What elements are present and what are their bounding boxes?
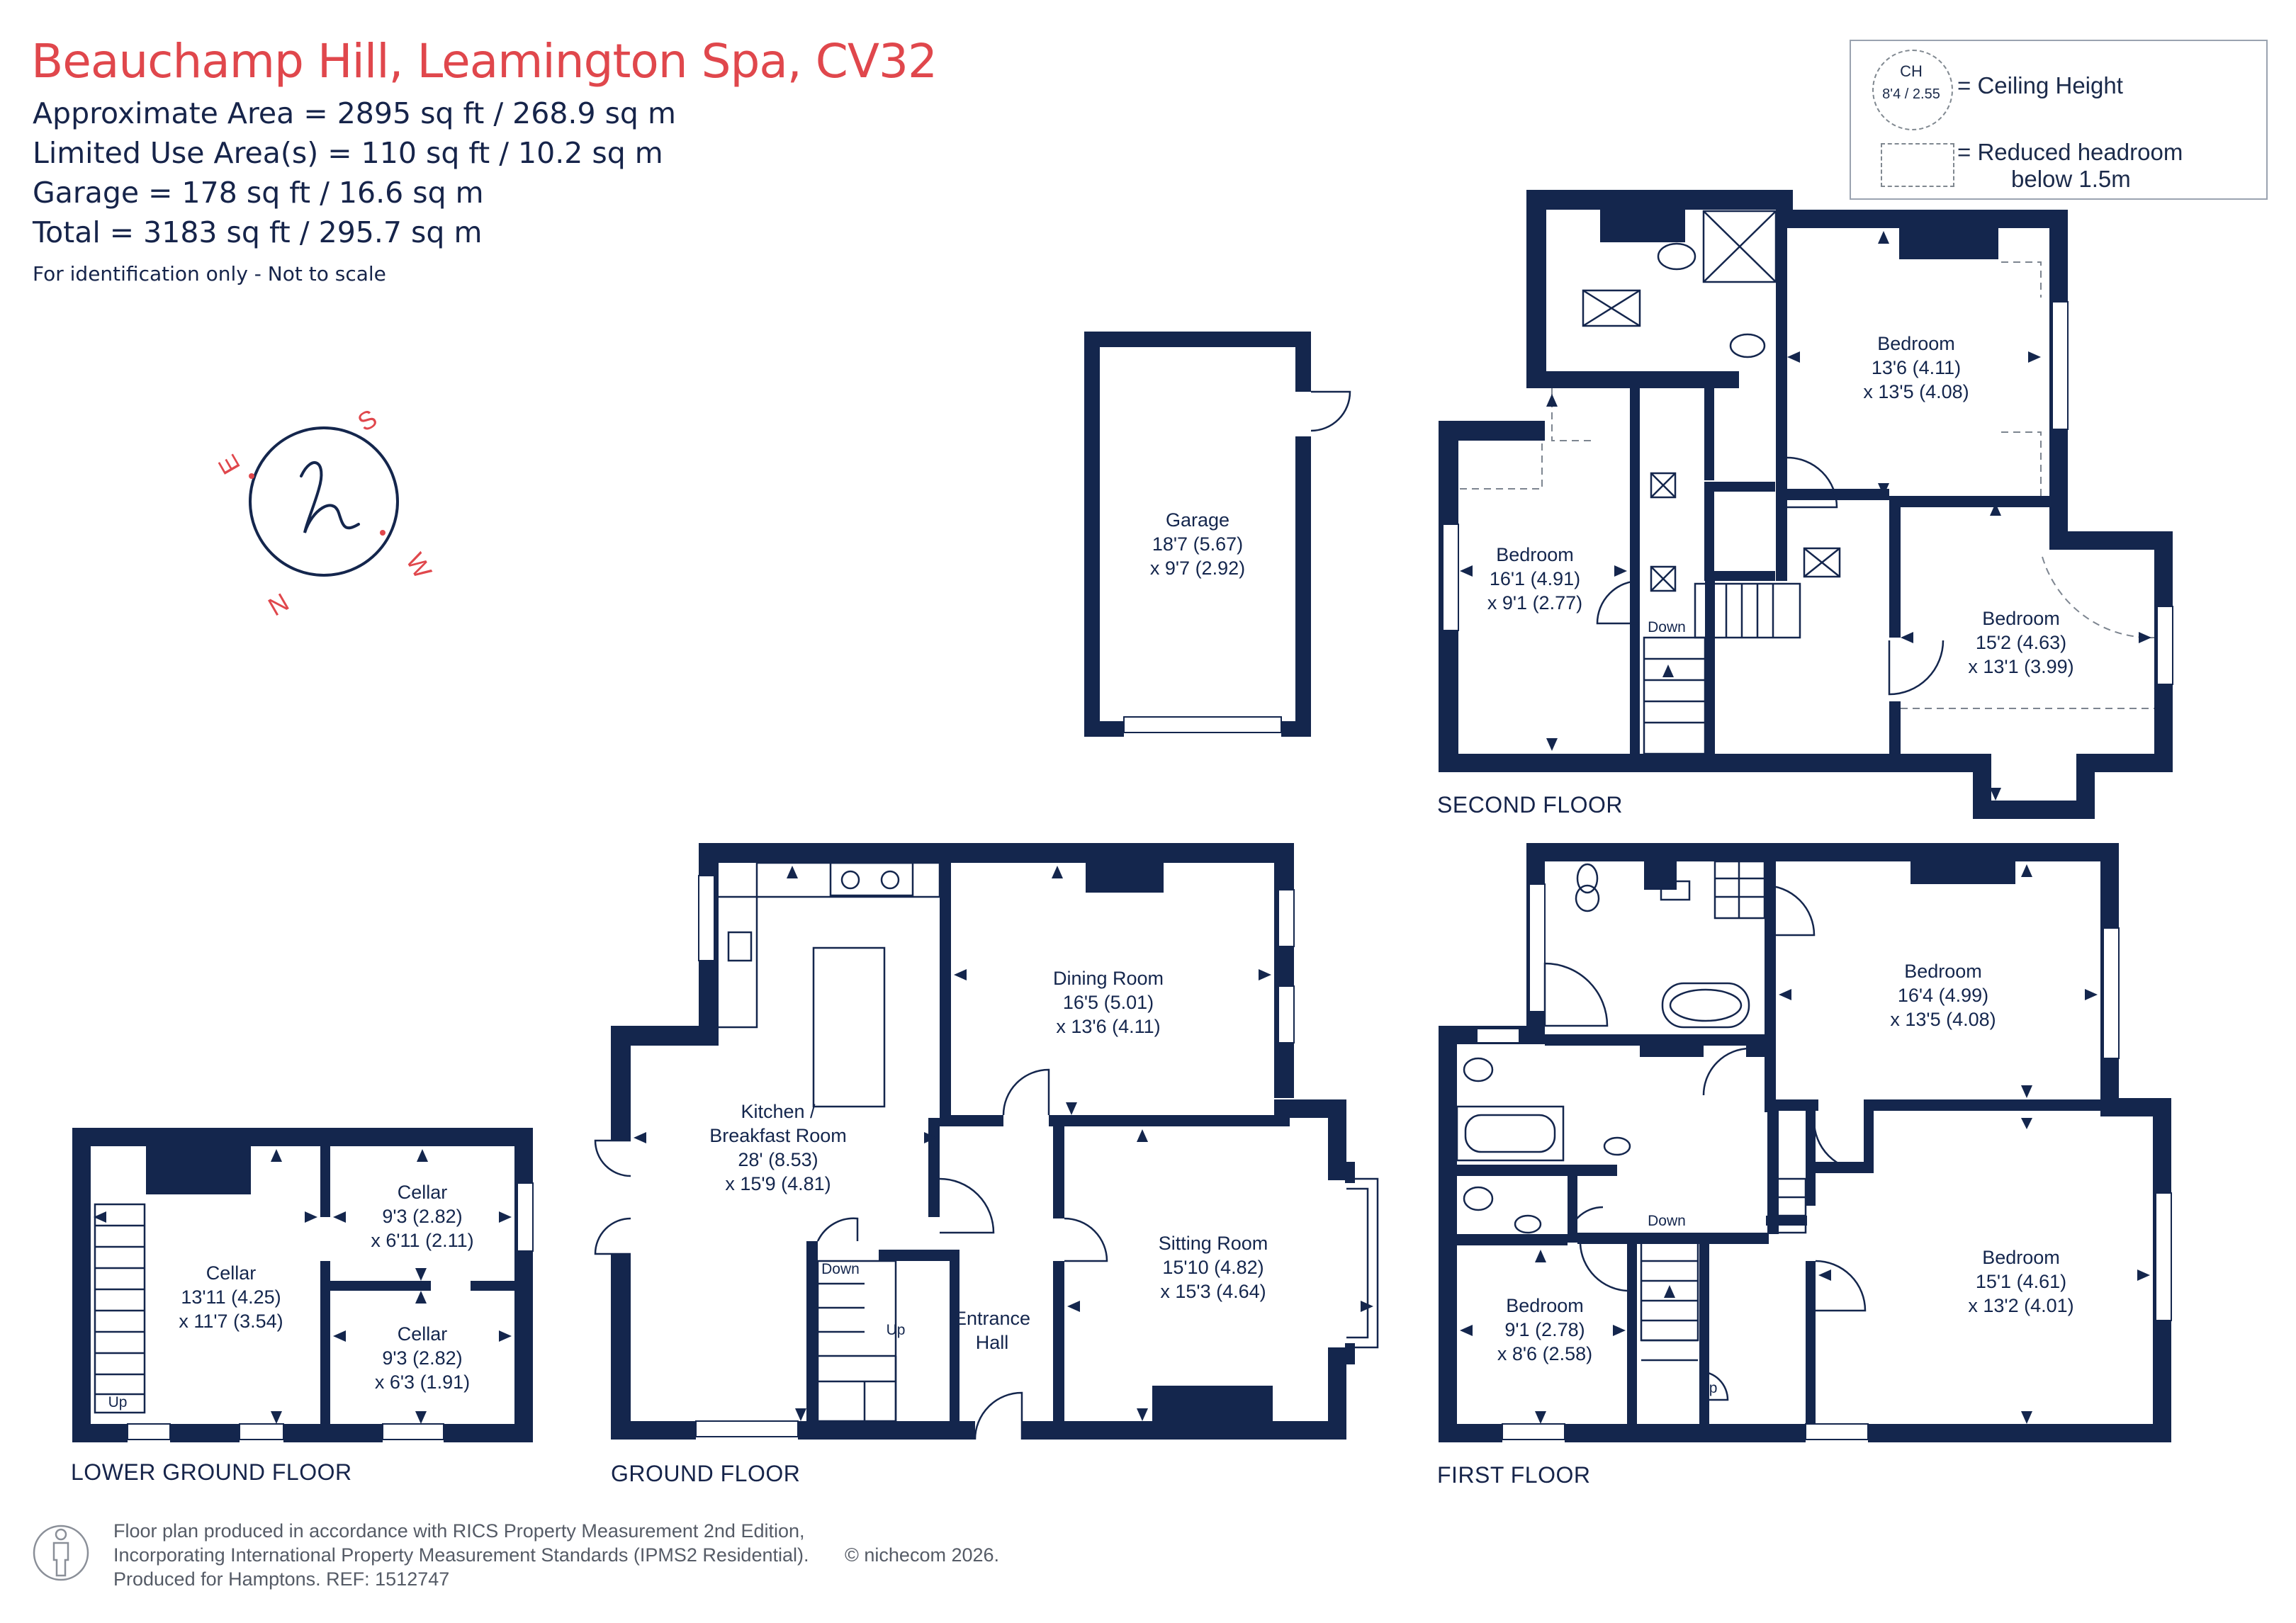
first-floor-label: FIRST FLOOR bbox=[1437, 1462, 1591, 1488]
sf-bedroom-b-name: Bedroom bbox=[1496, 544, 1574, 565]
garage-name: Garage bbox=[1166, 509, 1229, 531]
sf-bedroom-c-name: Bedroom bbox=[1982, 608, 2060, 629]
cellar-main-name: Cellar bbox=[206, 1262, 257, 1284]
ff-stair-down: Down bbox=[1648, 1213, 1686, 1229]
page-title: Beauchamp Hill, Leamington Spa, CV32 bbox=[31, 34, 938, 89]
limited-use-area: Limited Use Area(s) = 110 sq ft / 10.2 s… bbox=[33, 136, 663, 170]
cellar-a-name: Cellar bbox=[398, 1182, 448, 1203]
gf-stair-up: Up bbox=[887, 1322, 906, 1338]
sf-bedroom-a-dim1: 13'6 (4.11) bbox=[1872, 357, 1961, 378]
lower-ground-floor-label: LOWER GROUND FLOOR bbox=[71, 1459, 352, 1485]
ff-bedroom-a-dim2: x 13'5 (4.08) bbox=[1890, 1009, 1996, 1030]
legend-box: CH 8'4 / 2.55 = Ceiling Height = Reduced… bbox=[1850, 40, 2268, 200]
garage-dim2: x 9'7 (2.92) bbox=[1150, 558, 1245, 579]
compass-s: S bbox=[353, 403, 382, 437]
stair-labels: Down Down Up Up Down Up bbox=[108, 619, 1718, 1410]
ground-floor-label: GROUND FLOOR bbox=[611, 1461, 801, 1486]
cellar-b-name: Cellar bbox=[398, 1323, 448, 1345]
ch-abbrev: CH bbox=[1900, 62, 1923, 80]
ff-bedroom-b-dim2: x 13'2 (4.01) bbox=[1968, 1295, 2073, 1316]
sf-bedroom-a-name: Bedroom bbox=[1877, 333, 1955, 354]
sf-bedroom-a-dim2: x 13'5 (4.08) bbox=[1863, 381, 1969, 402]
lower-ground-floor-plan bbox=[72, 1128, 534, 1442]
compass-logo: S W N E bbox=[212, 403, 437, 621]
sf-bedroom-b-dim1: 16'1 (4.91) bbox=[1490, 568, 1580, 589]
footer-line1: Floor plan produced in accordance with R… bbox=[113, 1520, 805, 1542]
second-floor-label: SECOND FLOOR bbox=[1437, 792, 1623, 818]
kitchen-dim1: 28' (8.53) bbox=[738, 1149, 818, 1170]
cellar-main-dim2: x 11'7 (3.54) bbox=[179, 1311, 283, 1332]
gf-stair-down: Down bbox=[821, 1261, 860, 1277]
sitting-dim1: 15'10 (4.82) bbox=[1162, 1257, 1264, 1278]
first-floor-plan bbox=[1439, 843, 2172, 1442]
reduced-headroom-label: = Reduced headroom bbox=[1957, 139, 2183, 165]
lgf-stair-up: Up bbox=[108, 1394, 128, 1410]
kitchen-name2: Breakfast Room bbox=[709, 1125, 847, 1146]
ff-bedroom-c-name: Bedroom bbox=[1506, 1295, 1584, 1316]
reduced-headroom-icon bbox=[1881, 143, 1954, 187]
dining-name: Dining Room bbox=[1053, 968, 1164, 989]
sitting-dim2: x 15'3 (4.64) bbox=[1160, 1281, 1266, 1302]
ff-bedroom-a-dim1: 16'4 (4.99) bbox=[1898, 985, 1988, 1006]
compass-e: E bbox=[212, 450, 246, 479]
cellar-b-dim2: x 6'3 (1.91) bbox=[375, 1372, 470, 1393]
compass-w: W bbox=[400, 548, 438, 584]
kitchen-name1: Kitchen / bbox=[741, 1101, 816, 1122]
ceiling-height-icon bbox=[1872, 50, 1953, 130]
ground-floor-plan bbox=[594, 843, 1379, 1440]
cellar-main-dim1: 13'11 (4.25) bbox=[181, 1286, 281, 1308]
entrance-name2: Hall bbox=[976, 1332, 1009, 1353]
compass-n: N bbox=[263, 587, 293, 622]
ff-bedroom-c-dim2: x 8'6 (2.58) bbox=[1497, 1343, 1592, 1364]
ff-bedroom-a-name: Bedroom bbox=[1904, 961, 1982, 982]
reduced-headroom-sub: below 1.5m bbox=[2011, 166, 2131, 192]
sf-bedroom-c-dim1: 15'2 (4.63) bbox=[1976, 632, 2066, 653]
garage-dim1: 18'7 (5.67) bbox=[1152, 533, 1243, 555]
identification-note: For identification only - Not to scale bbox=[33, 262, 386, 285]
sitting-name: Sitting Room bbox=[1159, 1233, 1268, 1254]
garage-plan bbox=[1084, 332, 1351, 737]
dining-dim2: x 13'6 (4.11) bbox=[1056, 1016, 1160, 1037]
kitchen-dim2: x 15'9 (4.81) bbox=[725, 1173, 831, 1194]
person-scale-icon bbox=[33, 1525, 89, 1581]
cellar-b-dim1: 9'3 (2.82) bbox=[382, 1347, 462, 1369]
ff-bedroom-b-name: Bedroom bbox=[1982, 1247, 2060, 1268]
second-floor-plan bbox=[1439, 190, 2173, 819]
room-labels: Garage 18'7 (5.67) x 9'7 (2.92) Bedroom … bbox=[179, 333, 2073, 1393]
cellar-a-dim2: x 6'11 (2.11) bbox=[371, 1230, 473, 1251]
footer-copyright: © nichecom 2026. bbox=[845, 1544, 1000, 1566]
footer-line3: Produced for Hamptons. REF: 1512747 bbox=[113, 1568, 450, 1590]
footer-line2: Incorporating International Property Mea… bbox=[113, 1544, 809, 1566]
approximate-area: Approximate Area = 2895 sq ft / 268.9 sq… bbox=[33, 96, 676, 130]
garage-area: Garage = 178 sq ft / 16.6 sq m bbox=[33, 176, 484, 210]
sf-bedroom-c-dim2: x 13'1 (3.99) bbox=[1968, 656, 2073, 677]
total-area: Total = 3183 sq ft / 295.7 sq m bbox=[33, 215, 483, 249]
cellar-a-dim1: 9'3 (2.82) bbox=[382, 1206, 462, 1227]
sf-stair-down: Down bbox=[1648, 619, 1686, 635]
ff-bedroom-c-dim1: 9'1 (2.78) bbox=[1504, 1319, 1585, 1340]
dining-dim1: 16'5 (5.01) bbox=[1063, 992, 1154, 1013]
ceiling-height-label: = Ceiling Height bbox=[1957, 72, 2123, 98]
sf-bedroom-b-dim2: x 9'1 (2.77) bbox=[1487, 592, 1582, 613]
entrance-name1: Entrance bbox=[954, 1308, 1030, 1329]
ff-stair-up: Up bbox=[1699, 1380, 1718, 1396]
ff-bedroom-b-dim1: 15'1 (4.61) bbox=[1976, 1271, 2066, 1292]
ch-example: 8'4 / 2.55 bbox=[1882, 86, 1940, 102]
